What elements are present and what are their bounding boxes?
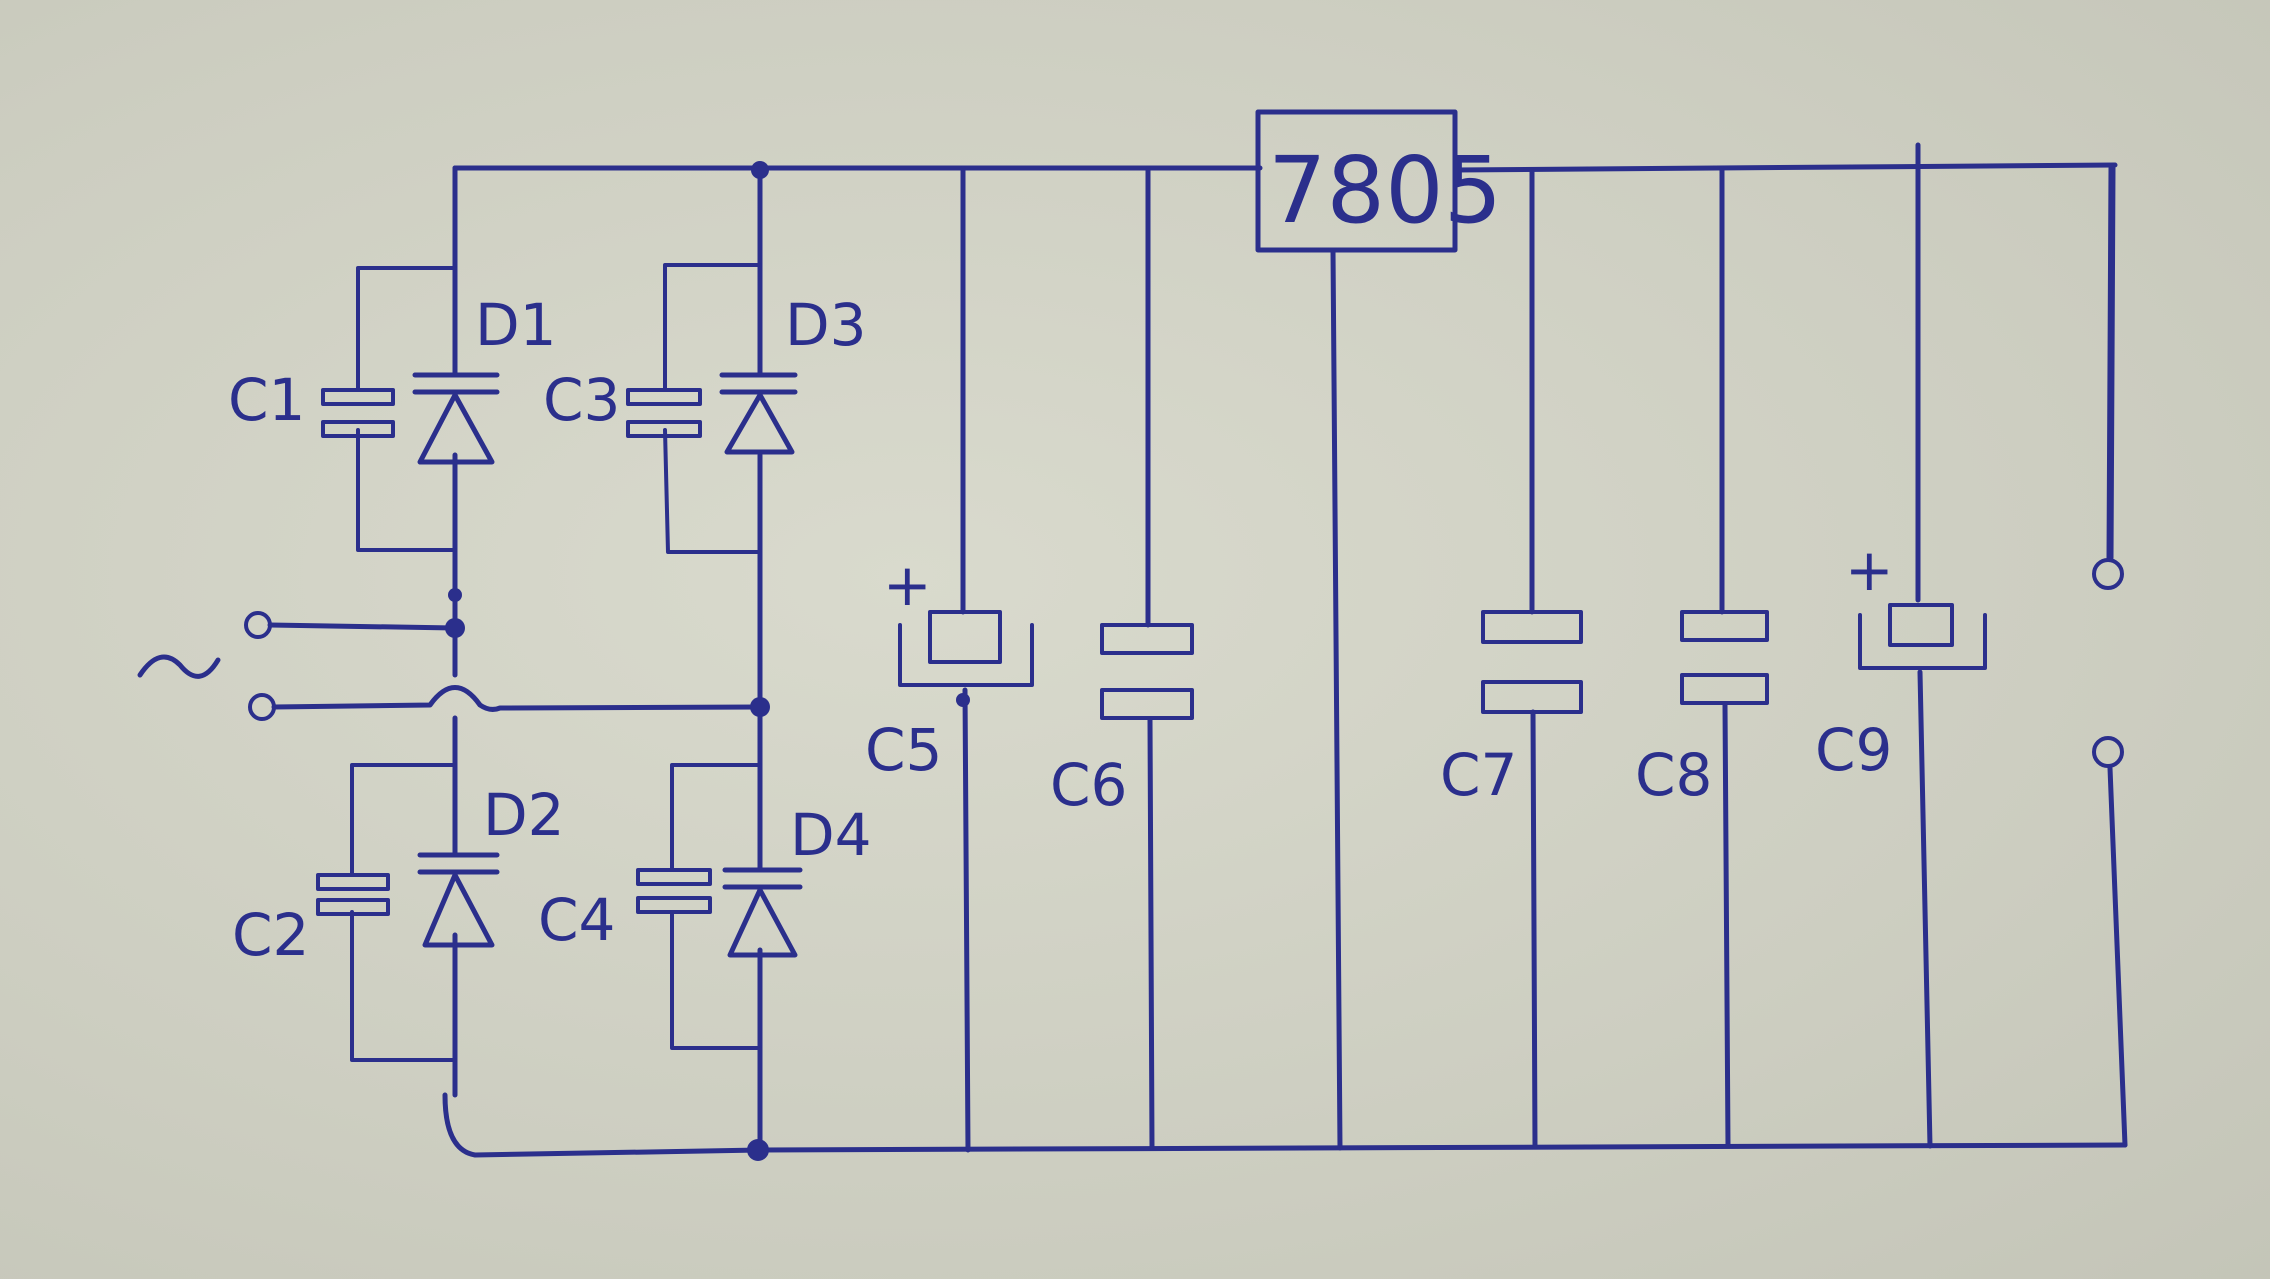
capacitor-c2 [316, 763, 457, 1062]
capacitor-c6 [1100, 165, 1194, 1151]
label-c6: C6 [1050, 751, 1127, 819]
capacitor-c1 [321, 266, 457, 552]
label-d1: D1 [475, 291, 557, 359]
label-c5: C5 [865, 716, 942, 784]
ac-input-1 [244, 611, 465, 639]
diode-d4 [722, 867, 803, 958]
capacitor-c7 [1481, 167, 1583, 1149]
diode-d2 [417, 852, 500, 948]
output-terminal-positive [2092, 164, 2124, 590]
regulator-7805 [1255, 109, 1458, 1151]
label-c3: C3 [543, 366, 620, 434]
capacitor-c3 [626, 263, 762, 554]
diode-d3 [719, 372, 798, 455]
label-c2: C2 [232, 901, 309, 969]
polarity-mark-c5: + [883, 551, 932, 619]
label-c9: C9 [1815, 716, 1892, 784]
diode-d1 [412, 372, 500, 465]
label-c8: C8 [1635, 741, 1712, 809]
junction-top [751, 161, 769, 179]
junction-left-mid [448, 588, 462, 602]
label-d4: D4 [790, 801, 872, 869]
capacitor-c9 [1858, 142, 1987, 1149]
junction-bottom [747, 1139, 769, 1161]
label-d2: D2 [483, 781, 565, 849]
label-c7: C7 [1440, 741, 1517, 809]
top-rail [452, 162, 2118, 173]
bottom-rail [442, 1092, 2128, 1158]
capacitor-c8 [1680, 165, 1769, 1149]
label-c4: C4 [538, 886, 615, 954]
label-c1: C1 [228, 366, 305, 434]
capacitor-c4 [636, 763, 762, 1050]
ac-input-2 [248, 685, 770, 721]
regulator-label: 7805 [1268, 137, 1502, 244]
polarity-mark-c9: + [1845, 536, 1894, 604]
ac-symbol [137, 654, 221, 679]
label-d3: D3 [785, 291, 867, 359]
capacitor-c5 [898, 165, 1034, 1153]
output-terminal-negative [2092, 736, 2128, 1148]
